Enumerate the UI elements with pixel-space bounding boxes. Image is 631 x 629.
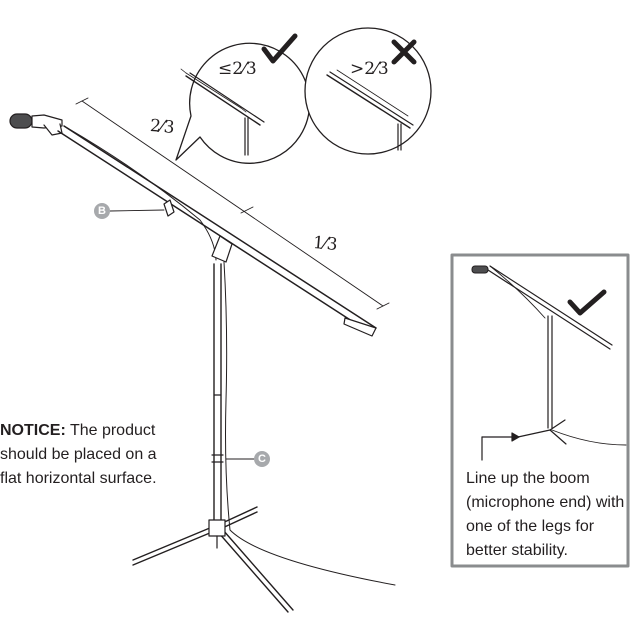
microphone xyxy=(9,113,63,136)
ratio-near-label: 2⁄3 xyxy=(149,115,176,139)
callout-ok-label: ≤2⁄3 xyxy=(218,59,257,79)
inset-box xyxy=(450,253,630,568)
ratio-far-label: 1⁄3 xyxy=(312,232,339,256)
checkmark-icon xyxy=(261,33,298,64)
label-c-badge: C xyxy=(254,451,270,467)
dimension-lines xyxy=(75,97,390,310)
arrow-icon xyxy=(481,432,520,461)
notice-body: The product should be placed on a flat h… xyxy=(0,422,157,487)
main-stand xyxy=(9,113,396,613)
notice-text: NOTICE: The product should be placed on … xyxy=(0,419,182,491)
inset-tip-text: Line up the boom (microphone end) with o… xyxy=(466,470,625,559)
callout-not-ok-label: >2⁄3 xyxy=(350,59,389,79)
checkmark-icon xyxy=(567,289,607,316)
callout-ok xyxy=(175,33,311,164)
cross-icon xyxy=(391,39,417,65)
leader-b xyxy=(109,209,165,212)
label-b-badge: B xyxy=(94,203,110,219)
callout-not-ok xyxy=(304,27,432,155)
notice-heading: NOTICE: xyxy=(0,422,66,439)
